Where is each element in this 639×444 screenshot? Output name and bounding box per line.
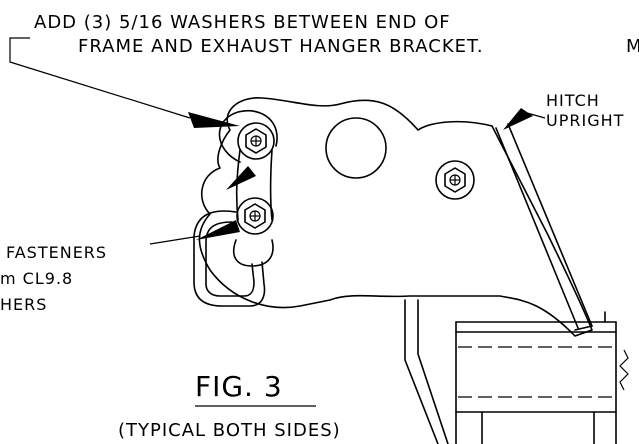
- hanger-loop-inner: [205, 221, 255, 297]
- top-bolt: [237, 122, 275, 160]
- fasteners-label-line1: FASTENERS: [6, 243, 107, 262]
- fasteners-label-line3: HERS: [0, 295, 47, 314]
- figure-title: FIG. 3: [195, 370, 283, 403]
- hitch-label-line2: UPRIGHT: [546, 111, 624, 130]
- washer-note-line2: FRAME AND EXHAUST HANGER BRACKET.: [78, 36, 484, 57]
- fasteners-label-line2: m CL9.8: [0, 269, 73, 288]
- upper-lobe: [218, 109, 278, 163]
- hanger-loop: [193, 210, 266, 307]
- middle-bolt: [236, 197, 274, 235]
- washer-note-line1: ADD (3) 5/16 WASHERS BETWEEN END OF: [34, 12, 451, 33]
- bolt-arrow-lower: [196, 220, 240, 240]
- right-bolt: [435, 160, 475, 200]
- fasteners-leader: [149, 235, 201, 245]
- bracket-outline: [198, 97, 593, 337]
- hitch-label-line1: HITCH: [546, 91, 600, 110]
- bolt-arrow-upper: [226, 166, 256, 190]
- clipped-note-text: M: [626, 36, 639, 57]
- hitch-upright-bar: [495, 123, 593, 331]
- figure-subtitle: (TYPICAL BOTH SIDES): [118, 420, 341, 441]
- frame-crossmember: [404, 299, 629, 444]
- bracket-large-hole: [325, 117, 387, 179]
- hitch-upright-leader: [503, 108, 546, 130]
